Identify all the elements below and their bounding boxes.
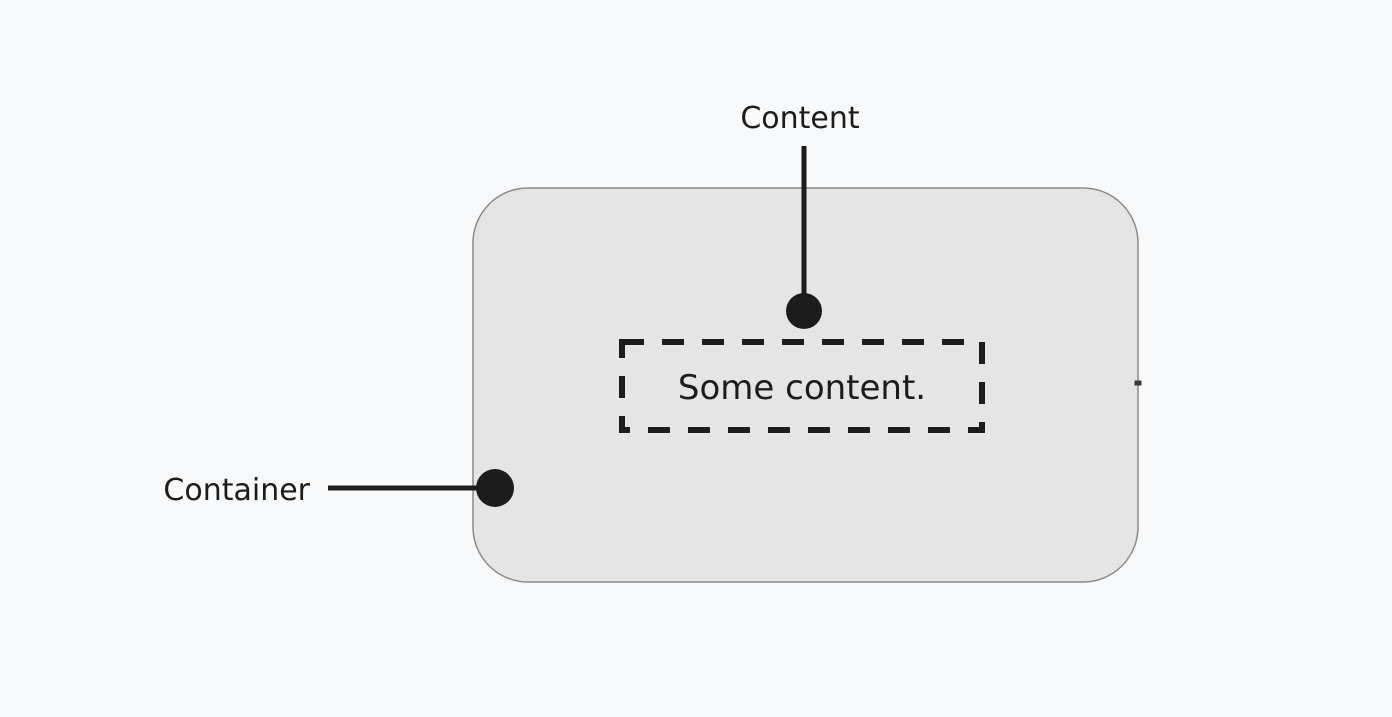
content-box-text: Some content. — [678, 368, 926, 408]
right-edge-handle-icon — [1134, 380, 1142, 386]
container-label: Container — [163, 473, 310, 508]
content-anchor-dot[interactable] — [786, 293, 822, 329]
container-anchor-dot[interactable] — [476, 469, 514, 507]
content-label: Content — [740, 101, 860, 136]
content-box[interactable] — [619, 339, 985, 433]
